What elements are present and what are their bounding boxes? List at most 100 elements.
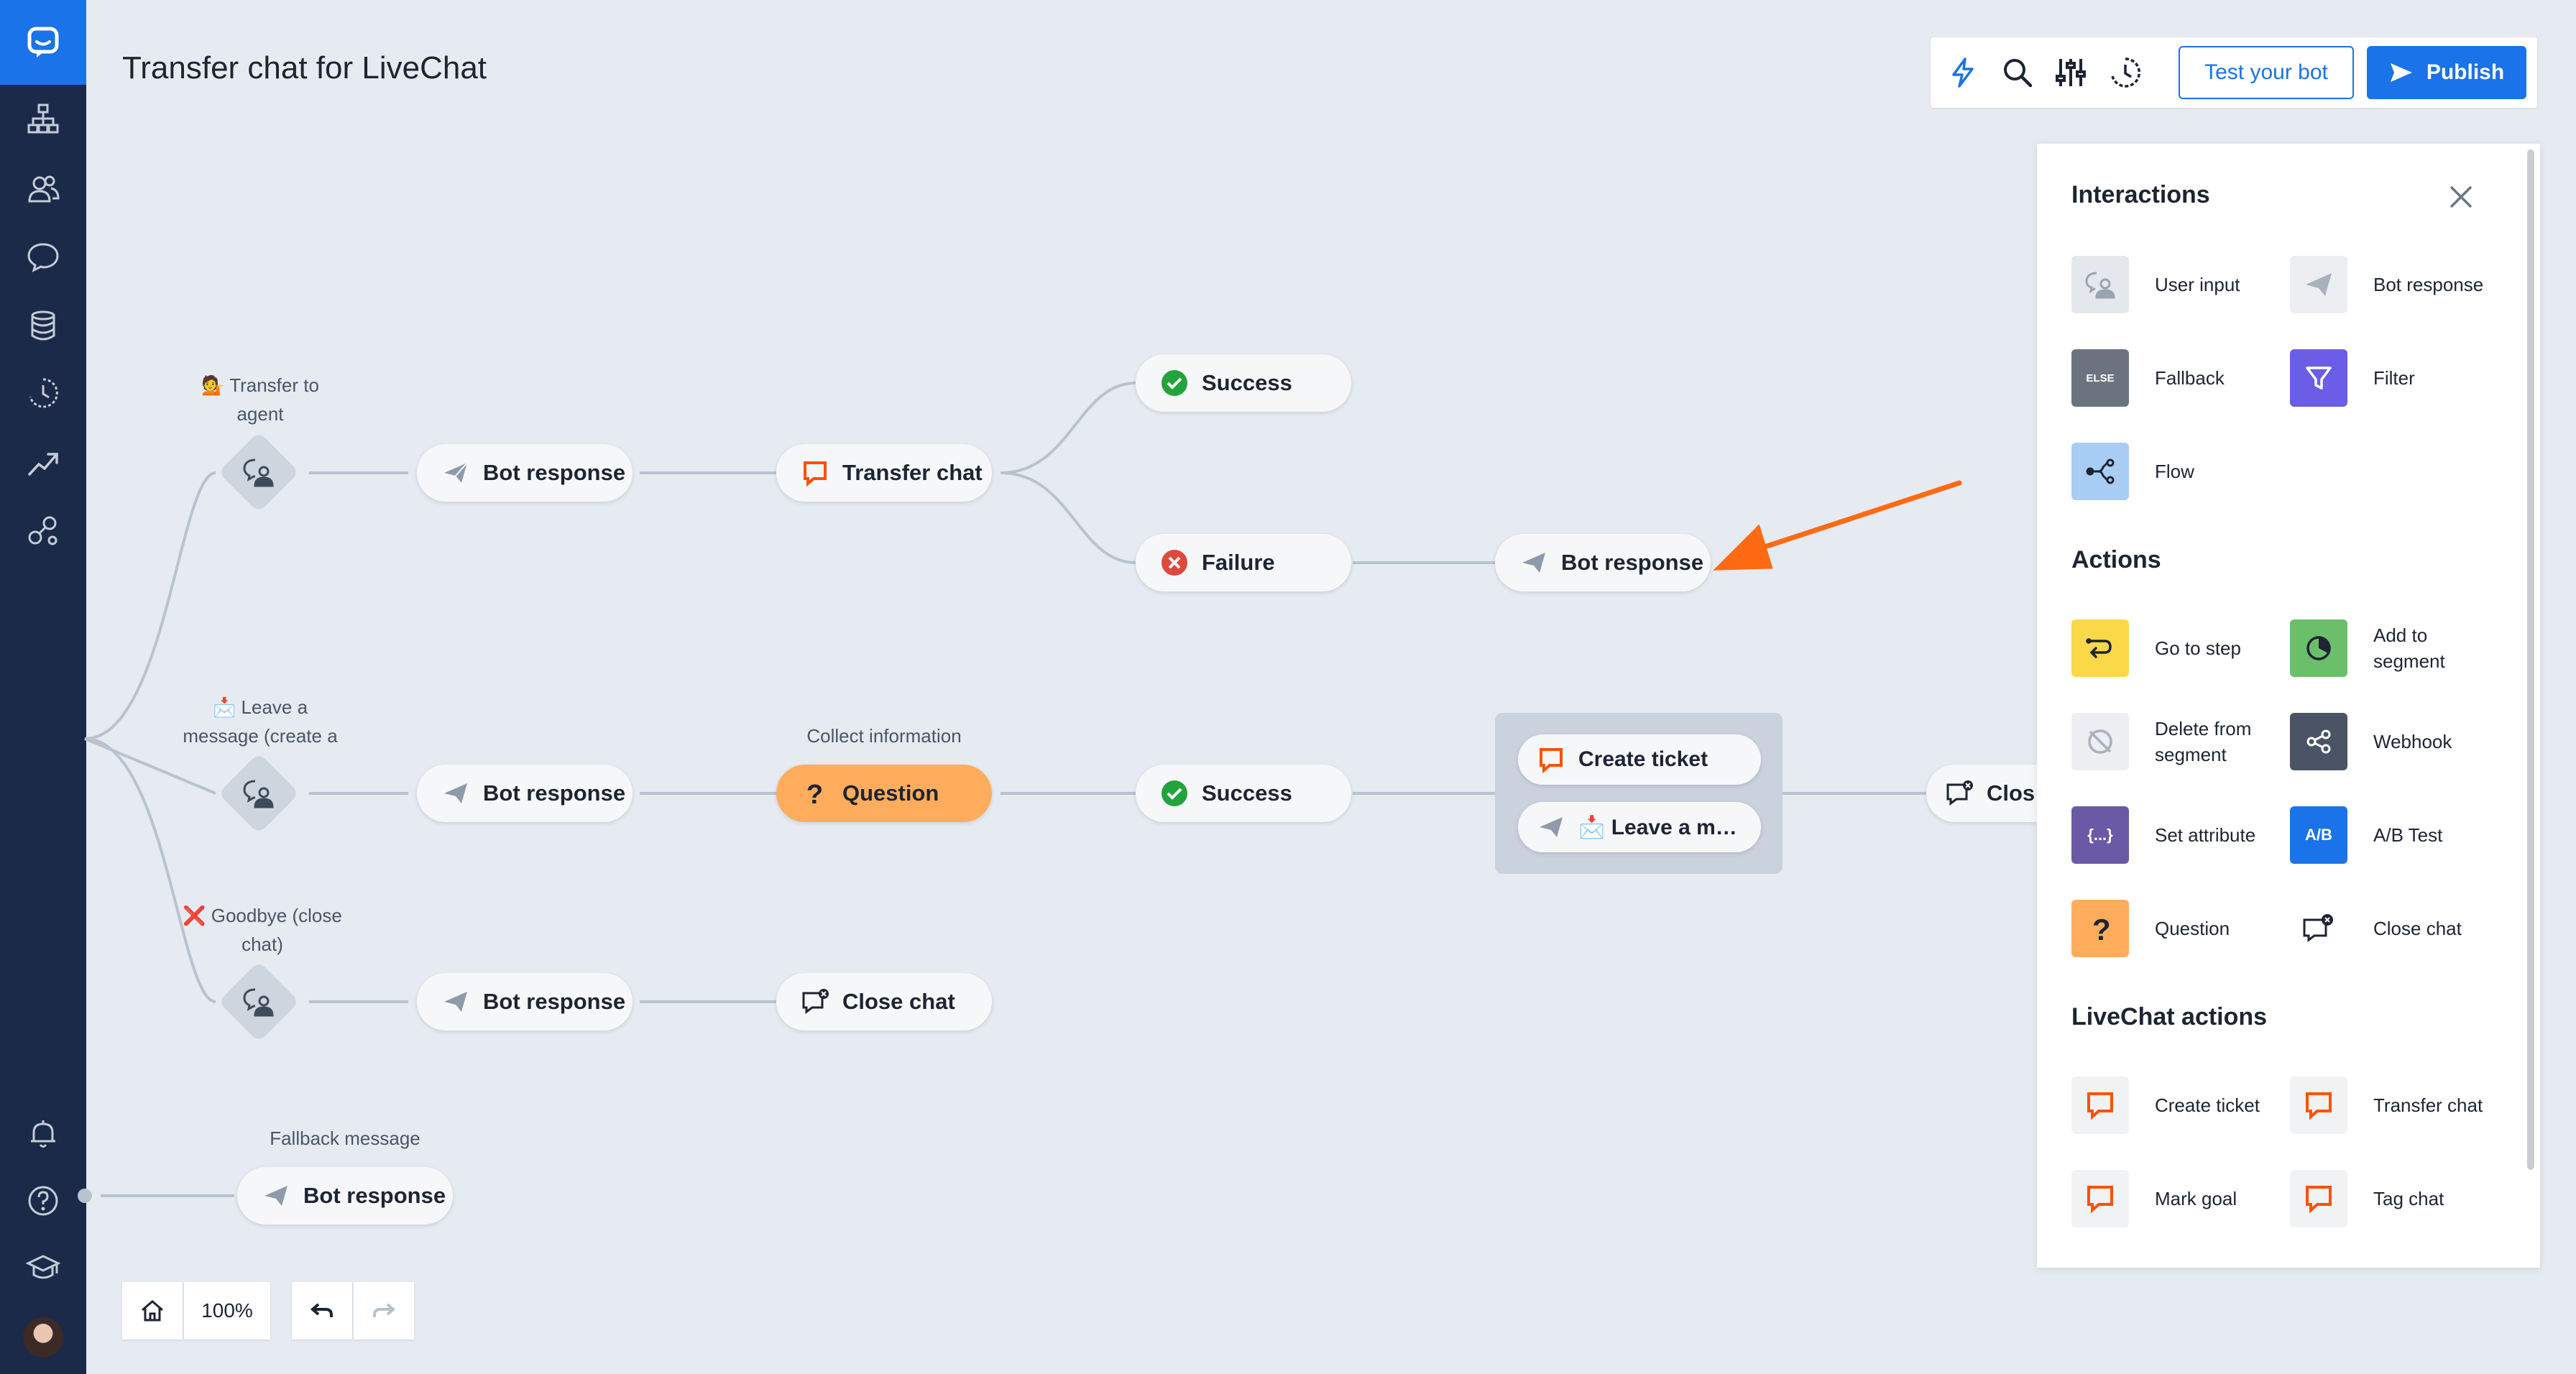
close-chat-node[interactable]: Close chat: [776, 973, 992, 1030]
node-label: Success: [1202, 370, 1292, 395]
nav-chats[interactable]: [0, 231, 86, 282]
paper-plane-icon: [441, 458, 470, 487]
close-icon[interactable]: [2445, 181, 2477, 213]
filter-icon: [2290, 349, 2347, 407]
nav-data[interactable]: [0, 300, 86, 351]
publish-button[interactable]: Publish: [2367, 46, 2526, 99]
close-chat-node-partial[interactable]: Clos: [1926, 765, 2037, 822]
failure-node[interactable]: Failure: [1136, 534, 1351, 591]
webhook-icon: [2290, 713, 2347, 770]
settings-button[interactable]: [2053, 55, 2089, 91]
users-icon: [28, 175, 60, 203]
livechat-icon: [2290, 1170, 2347, 1227]
fallback-bot-response-node[interactable]: Bot response: [237, 1167, 453, 1225]
paper-plane-icon: [441, 779, 470, 808]
chat-bubble-icon: [27, 243, 59, 272]
palette-label: Filter: [2373, 367, 2415, 389]
question-node[interactable]: ? Question: [776, 765, 992, 822]
palette-user-input[interactable]: User input: [2071, 256, 2287, 313]
node-label: Bot response: [303, 1183, 446, 1208]
nav-help[interactable]: [0, 1176, 86, 1226]
success-node[interactable]: Success: [1136, 765, 1351, 822]
palette-label: Add to segment: [2373, 624, 2445, 672]
bot-response-node[interactable]: Bot response: [1495, 534, 1711, 591]
palette-mark-goal[interactable]: Mark goal: [2071, 1170, 2287, 1227]
nav-integrations[interactable]: [0, 506, 86, 556]
sliders-icon: [2056, 59, 2086, 86]
home-icon: [142, 1300, 163, 1322]
palette-label: User input: [2155, 274, 2240, 295]
nav-reports[interactable]: [0, 438, 86, 489]
user-avatar[interactable]: [23, 1317, 63, 1357]
palette-label: Delete from segment: [2155, 718, 2252, 765]
node-label: 📩 Leave a m…: [1578, 815, 1737, 839]
palette-label: Transfer chat: [2373, 1094, 2483, 1116]
nav-users[interactable]: [0, 164, 86, 214]
go-to-step-icon: [2071, 619, 2129, 677]
branch-label-leave-message: 📩 Leave a message (create a: [183, 696, 338, 747]
palette-question[interactable]: ? Question: [2071, 900, 2287, 957]
palette-transfer-chat[interactable]: Transfer chat: [2290, 1076, 2506, 1134]
palette-delete-from-segment[interactable]: Delete from segment: [2071, 713, 2287, 770]
undo-button[interactable]: [292, 1282, 352, 1340]
nav-stories[interactable]: [0, 93, 86, 144]
paper-plane-icon: [2290, 256, 2347, 313]
lightning-button[interactable]: [1945, 55, 1981, 91]
palette-ab-test[interactable]: A/B A/B Test: [2290, 806, 2506, 864]
palette-go-to-step[interactable]: Go to step: [2071, 619, 2287, 677]
success-node[interactable]: Success: [1136, 354, 1351, 412]
delete-segment-icon: [2071, 713, 2129, 770]
palette-filter[interactable]: Filter: [2290, 349, 2506, 407]
zoom-control[interactable]: 100%: [184, 1282, 270, 1340]
node-label: Question: [842, 780, 939, 806]
palette-label: Create ticket: [2155, 1094, 2260, 1116]
help-icon: [28, 1186, 58, 1216]
failure-x-icon: [1160, 548, 1189, 577]
palette-add-to-segment[interactable]: Add to segment: [2290, 619, 2506, 677]
bot-response-node[interactable]: Bot response: [417, 444, 632, 502]
livechat-heading: LiveChat actions: [2071, 1003, 2268, 1030]
search-button[interactable]: [2000, 55, 2036, 91]
palette-set-attribute[interactable]: {...} Set attribute: [2071, 806, 2287, 864]
trend-up-icon: [28, 453, 58, 476]
palette-close-chat[interactable]: Close chat: [2290, 900, 2506, 957]
actions-heading: Actions: [2071, 546, 2161, 573]
branch-label-transfer: 💁 Transfer to agent: [201, 374, 319, 425]
publish-label: Publish: [2426, 60, 2505, 84]
user-input-icon: [237, 451, 280, 494]
nav-notifications[interactable]: [0, 1108, 86, 1158]
home-button[interactable]: [122, 1282, 183, 1340]
palette-fallback[interactable]: ELSE Fallback: [2071, 349, 2287, 407]
palette-bot-response[interactable]: Bot response: [2290, 256, 2506, 313]
app-logo[interactable]: [0, 0, 86, 85]
node-label: Bot response: [483, 989, 626, 1014]
livechat-icon: [2290, 1076, 2347, 1134]
nav-academy[interactable]: [0, 1243, 86, 1294]
transfer-chat-node[interactable]: Transfer chat: [776, 444, 992, 502]
graduation-cap-icon: [25, 1255, 61, 1279]
history-button[interactable]: [2107, 55, 2143, 91]
bot-response-node[interactable]: Bot response: [417, 765, 632, 822]
palette-flow[interactable]: Flow: [2071, 443, 2287, 500]
redo-button[interactable]: [354, 1282, 414, 1340]
palette-label: Fallback: [2155, 367, 2225, 389]
test-bot-button[interactable]: Test your bot: [2179, 46, 2354, 99]
nav-history[interactable]: [0, 368, 86, 418]
palette-tag-chat[interactable]: Tag chat: [2290, 1170, 2506, 1227]
panel-scrollbar[interactable]: [2527, 149, 2534, 1170]
node-label: Bot response: [483, 460, 626, 485]
bot-response-node[interactable]: Bot response: [417, 973, 632, 1030]
node-label: Transfer chat: [842, 460, 983, 485]
interactions-heading: Interactions: [2071, 181, 2210, 208]
svg-text:?: ?: [806, 780, 823, 808]
palette-create-ticket[interactable]: Create ticket: [2071, 1076, 2287, 1134]
palette-label: A/B Test: [2373, 824, 2443, 846]
zoom-level: 100%: [201, 1299, 253, 1322]
leave-message-node[interactable]: 📩 Leave a m…: [1518, 802, 1761, 852]
node-label: Create ticket: [1578, 747, 1708, 771]
close-chat-icon: [2290, 900, 2347, 957]
palette-webhook[interactable]: Webhook: [2290, 713, 2506, 770]
node-label: Success: [1202, 780, 1292, 806]
palette-label: Set attribute: [2155, 824, 2256, 846]
create-ticket-node[interactable]: Create ticket: [1518, 734, 1761, 785]
